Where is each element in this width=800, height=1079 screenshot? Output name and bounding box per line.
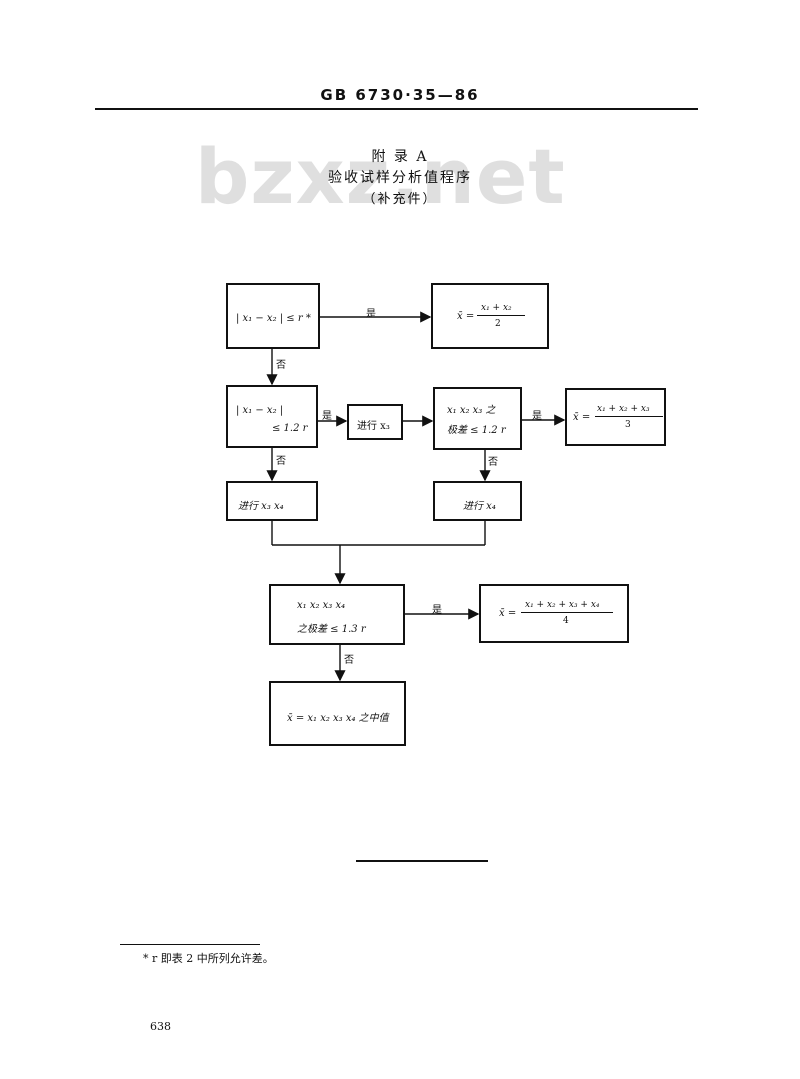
- condition-text-line1: x₁ x₂ x₃ 之: [447, 405, 496, 416]
- condition-box-range-4: x₁ x₂ x₃ x₄ 之极差 ≤ 1.3 r: [269, 584, 405, 645]
- result-lhs: x̄ =: [573, 412, 591, 423]
- standard-code: GB 6730·35—86: [320, 86, 480, 104]
- result-numerator: x₁ + x₂ + x₃ + x₄: [525, 600, 600, 610]
- appendix-title: 验收试样分析值程序: [328, 170, 472, 186]
- result-box-median: x̄ = x₁ x₂ x₃ x₄ 之中值: [269, 681, 406, 746]
- fraction-bar: [595, 416, 663, 417]
- condition-text-line1: | x₁ − x₂ |: [236, 405, 284, 416]
- process-box-run-x4: 进行 x₄: [433, 481, 522, 521]
- process-box-run-x3: 进行 x₃: [347, 404, 403, 440]
- fraction-bar: [477, 315, 525, 316]
- result-box-mean-3: x̄ = x₁ + x₂ + x₃ 3: [565, 388, 666, 446]
- result-lhs: x̄ =: [499, 608, 517, 619]
- watermark: bzxz.net: [195, 132, 566, 221]
- result-text: x̄ = x₁ x₂ x₃ x₄ 之中值: [287, 713, 389, 724]
- end-rule: [356, 860, 488, 862]
- result-denominator: 3: [625, 420, 631, 430]
- result-numerator: x₁ + x₂: [481, 303, 512, 313]
- appendix-label: 附 录 A: [371, 149, 429, 165]
- no-label: 否: [488, 457, 498, 468]
- condition-box-diff-r: | x₁ − x₂ | ≤ r *: [226, 283, 320, 349]
- footnote: * r 即表 2 中所列允许差。: [143, 952, 274, 965]
- result-denominator: 4: [563, 616, 569, 626]
- process-box-run-x3-x4: 进行 x₃ x₄: [226, 481, 318, 521]
- yes-label: 是: [432, 605, 442, 616]
- result-denominator: 2: [495, 319, 501, 329]
- yes-label: 是: [532, 411, 542, 422]
- result-numerator: x₁ + x₂ + x₃: [597, 404, 650, 414]
- footnote-rule: [120, 944, 260, 945]
- condition-text-line2: ≤ 1.2 r: [272, 423, 308, 434]
- result-lhs: x̄ =: [457, 311, 475, 322]
- result-box-mean-2: x̄ = x₁ + x₂ 2: [431, 283, 549, 349]
- appendix-subtitle: （补充件）: [362, 192, 438, 207]
- page-number: 638: [150, 1020, 171, 1033]
- condition-box-range-3: x₁ x₂ x₃ 之 极差 ≤ 1.2 r: [433, 387, 522, 450]
- no-label: 否: [344, 655, 354, 666]
- condition-text-line2: 之极差 ≤ 1.3 r: [297, 624, 366, 635]
- yes-label: 是: [366, 309, 376, 320]
- condition-box-diff-1-2r: | x₁ − x₂ | ≤ 1.2 r: [226, 385, 318, 448]
- header-rule: [95, 108, 698, 110]
- process-text: 进行 x₄: [463, 501, 496, 512]
- condition-text-line2: 极差 ≤ 1.2 r: [447, 425, 506, 436]
- result-box-mean-4: x̄ = x₁ + x₂ + x₃ + x₄ 4: [479, 584, 629, 643]
- no-label: 否: [276, 360, 286, 371]
- yes-label: 是: [322, 411, 332, 422]
- fraction-bar: [521, 612, 613, 613]
- no-label: 否: [276, 456, 286, 467]
- process-text: 进行 x₃: [357, 421, 390, 432]
- condition-text: | x₁ − x₂ | ≤ r *: [236, 313, 311, 324]
- condition-text-line1: x₁ x₂ x₃ x₄: [297, 600, 346, 611]
- process-text: 进行 x₃ x₄: [238, 501, 284, 512]
